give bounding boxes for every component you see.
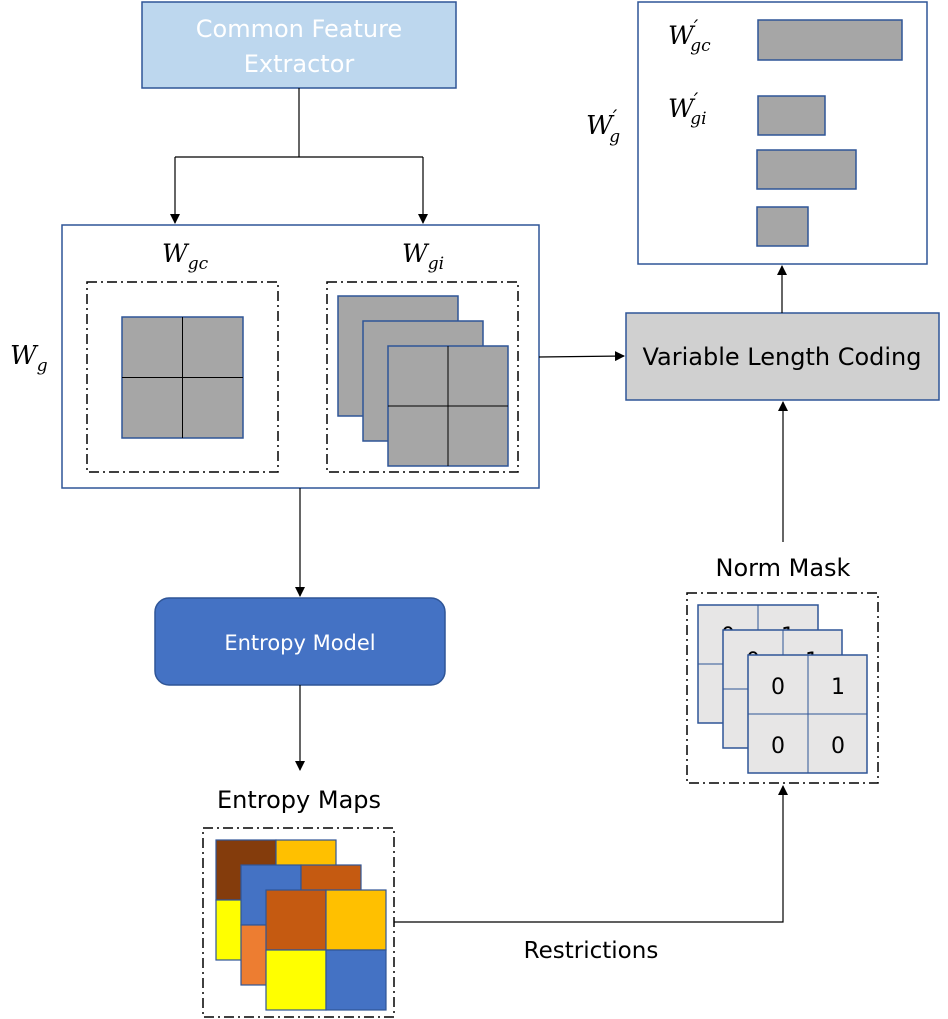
common-feature-extractor-node: Common Feature Extractor	[141, 1, 457, 89]
wgc-label: Wgc	[162, 239, 209, 274]
entropy-maps-stack	[215, 839, 387, 1011]
wgi-label: Wgi	[402, 239, 444, 274]
norm-mask-label: Norm Mask	[716, 554, 851, 582]
norm-mask-stack: 0 1 0 1 0 1 0 0	[697, 604, 868, 774]
restrictions-label: Restrictions	[524, 938, 659, 964]
extractor-split-connector	[170, 88, 428, 224]
wg-label: Wg	[10, 341, 48, 376]
wgc-dashed-region	[86, 281, 279, 473]
wgi-prime-label: W′gi	[668, 88, 707, 129]
wgi-prime-bar	[757, 95, 826, 136]
extractor-label-line2: Extractor	[244, 50, 355, 78]
wg-prime-label: W′g	[586, 105, 620, 147]
entropy-maps-label: Entropy Maps	[217, 786, 381, 814]
wgc-prime-label: W′gc	[668, 15, 711, 56]
norm-mask-cell: 0	[771, 675, 785, 700]
wg-to-vlc-arrow	[538, 351, 625, 362]
norm-mask-cell: 0	[771, 734, 785, 759]
norm-mask-cell: 0	[831, 734, 845, 759]
wgc-weight-grid	[121, 316, 244, 439]
wgi-weight-stack	[337, 295, 509, 467]
wgi-prime-bar	[756, 149, 857, 190]
wgi-prime-bar	[756, 206, 809, 247]
norm-mask-dashed-region	[686, 592, 879, 784]
wgi-dashed-region	[326, 281, 519, 473]
wgc-prime-bar	[757, 19, 903, 61]
entropy-model-node: Entropy Model	[154, 597, 446, 686]
variable-length-coding-node: Variable Length Coding	[625, 312, 940, 401]
entropy-model-label: Entropy Model	[224, 631, 375, 655]
extractor-label-line1: Common Feature	[196, 15, 402, 43]
restrictions-connector	[394, 785, 788, 923]
vlc-label: Variable Length Coding	[643, 343, 922, 371]
norm-mask-cell: 1	[831, 675, 845, 700]
